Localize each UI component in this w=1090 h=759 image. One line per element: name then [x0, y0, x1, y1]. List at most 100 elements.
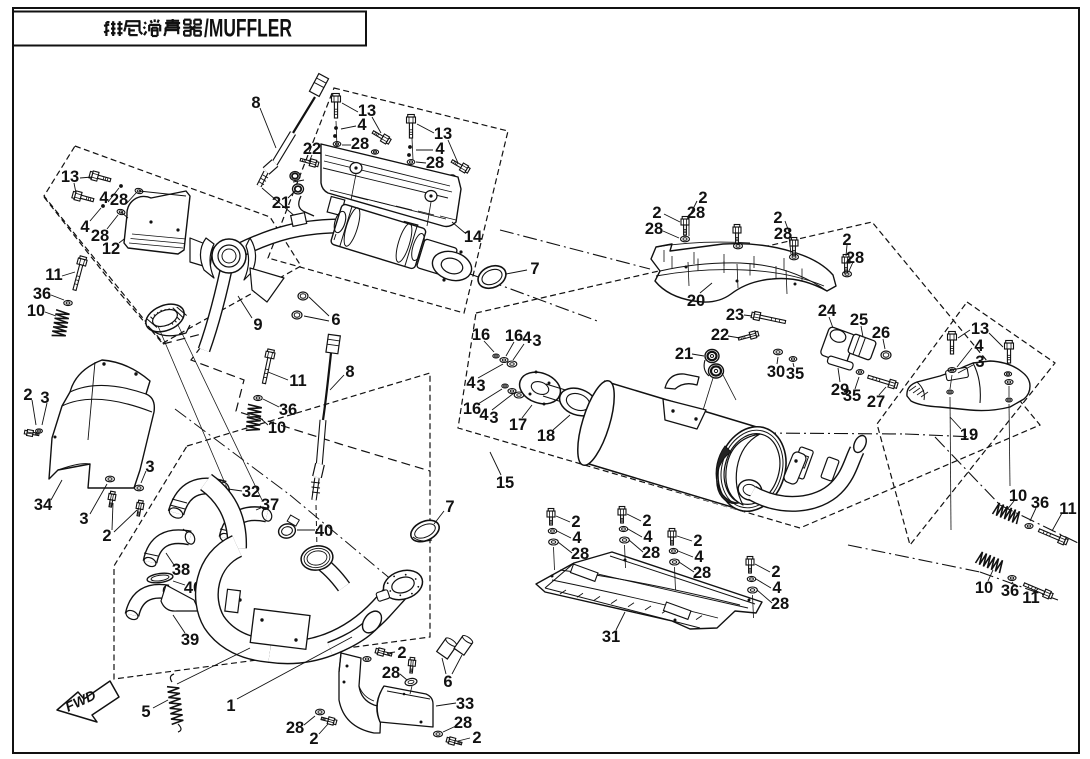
svg-text:22: 22 — [711, 326, 729, 344]
svg-text:28: 28 — [846, 249, 864, 267]
svg-text:22: 22 — [303, 140, 321, 158]
svg-text:/MUFFLER: /MUFFLER — [204, 15, 292, 43]
svg-text:10: 10 — [1009, 487, 1027, 505]
svg-text:28: 28 — [645, 220, 663, 238]
svg-text:27: 27 — [867, 393, 885, 411]
svg-text:13: 13 — [434, 125, 452, 143]
svg-text:37: 37 — [261, 496, 279, 514]
svg-text:33: 33 — [456, 695, 474, 713]
svg-text:8: 8 — [345, 363, 354, 381]
svg-text:28: 28 — [286, 719, 304, 737]
svg-text:21: 21 — [272, 194, 290, 212]
svg-text:28: 28 — [382, 664, 400, 682]
svg-text:2: 2 — [771, 563, 780, 581]
svg-text:35: 35 — [786, 365, 804, 383]
svg-text:12: 12 — [102, 240, 120, 258]
svg-text:3: 3 — [40, 389, 49, 407]
svg-text:1: 1 — [226, 697, 235, 715]
svg-text:10: 10 — [27, 302, 45, 320]
svg-text:7: 7 — [445, 498, 454, 516]
svg-text:6: 6 — [443, 673, 452, 691]
svg-text:13: 13 — [358, 102, 376, 120]
svg-text:28: 28 — [771, 595, 789, 613]
svg-text:4: 4 — [572, 529, 582, 547]
svg-text:38: 38 — [172, 561, 190, 579]
svg-text:14: 14 — [464, 228, 483, 246]
svg-text:13: 13 — [971, 320, 989, 338]
svg-text:4: 4 — [694, 548, 704, 566]
svg-text:3: 3 — [489, 409, 498, 427]
svg-text:3: 3 — [145, 458, 154, 476]
svg-text:29: 29 — [831, 381, 849, 399]
svg-text:4: 4 — [435, 140, 445, 158]
svg-text:3: 3 — [79, 510, 88, 528]
svg-text:8: 8 — [251, 94, 260, 112]
svg-text:20: 20 — [687, 292, 705, 310]
svg-text:28: 28 — [110, 191, 128, 209]
svg-text:4: 4 — [357, 116, 367, 134]
svg-text:10: 10 — [975, 579, 993, 597]
svg-text:2: 2 — [652, 204, 661, 222]
svg-text:2: 2 — [309, 730, 318, 748]
svg-text:40: 40 — [315, 522, 333, 540]
svg-text:28: 28 — [693, 564, 711, 582]
svg-text:36: 36 — [279, 401, 297, 419]
svg-text:2: 2 — [571, 513, 580, 531]
svg-text:39: 39 — [181, 631, 199, 649]
svg-text:7: 7 — [530, 260, 539, 278]
svg-text:21: 21 — [675, 345, 693, 363]
svg-text:2: 2 — [102, 527, 111, 545]
svg-text:25: 25 — [850, 311, 868, 329]
svg-text:2: 2 — [773, 209, 782, 227]
svg-text:4: 4 — [99, 189, 109, 207]
svg-text:2: 2 — [698, 189, 707, 207]
svg-text:11: 11 — [45, 266, 62, 284]
svg-text:4: 4 — [974, 337, 984, 355]
svg-text:4: 4 — [479, 406, 489, 424]
svg-text:11: 11 — [289, 372, 306, 390]
svg-text:17: 17 — [509, 416, 527, 434]
svg-text:28: 28 — [571, 545, 589, 563]
svg-text:24: 24 — [818, 302, 837, 320]
svg-text:28: 28 — [774, 225, 792, 243]
svg-text:16: 16 — [472, 326, 490, 344]
svg-text:16: 16 — [463, 400, 481, 418]
svg-text:28: 28 — [454, 714, 472, 732]
svg-text:2: 2 — [397, 644, 406, 662]
svg-text:6: 6 — [331, 311, 340, 329]
svg-text:23: 23 — [726, 306, 744, 324]
svg-text:26: 26 — [872, 324, 890, 342]
svg-text:13: 13 — [61, 168, 79, 186]
svg-text:4: 4 — [643, 528, 653, 546]
svg-text:4: 4 — [772, 579, 782, 597]
svg-text:3: 3 — [975, 353, 984, 371]
svg-text:2: 2 — [472, 729, 481, 747]
svg-text:36: 36 — [1031, 494, 1049, 512]
svg-text:4: 4 — [466, 374, 476, 392]
svg-text:2: 2 — [842, 231, 851, 249]
svg-text:11: 11 — [1059, 500, 1076, 518]
svg-text:4: 4 — [522, 329, 532, 347]
svg-text:2: 2 — [23, 386, 32, 404]
svg-text:2: 2 — [642, 512, 651, 530]
svg-text:28: 28 — [351, 135, 369, 153]
svg-text:16: 16 — [505, 327, 523, 345]
svg-text:36: 36 — [33, 285, 51, 303]
svg-text:3: 3 — [476, 377, 485, 395]
svg-text:15: 15 — [496, 474, 514, 492]
svg-text:4: 4 — [80, 218, 90, 236]
svg-text:9: 9 — [253, 316, 262, 334]
svg-text:28: 28 — [91, 227, 109, 245]
svg-text:3: 3 — [532, 332, 541, 350]
svg-text:2: 2 — [693, 532, 702, 550]
svg-text:35: 35 — [843, 387, 861, 405]
svg-text:28: 28 — [426, 154, 444, 172]
svg-text:5: 5 — [141, 703, 150, 721]
svg-text:34: 34 — [34, 496, 53, 514]
svg-text:32: 32 — [242, 483, 260, 501]
svg-text:19: 19 — [960, 426, 978, 444]
svg-text:28: 28 — [642, 544, 660, 562]
svg-text:36: 36 — [1001, 582, 1019, 600]
svg-text:18: 18 — [537, 427, 555, 445]
svg-text:28: 28 — [687, 204, 705, 222]
